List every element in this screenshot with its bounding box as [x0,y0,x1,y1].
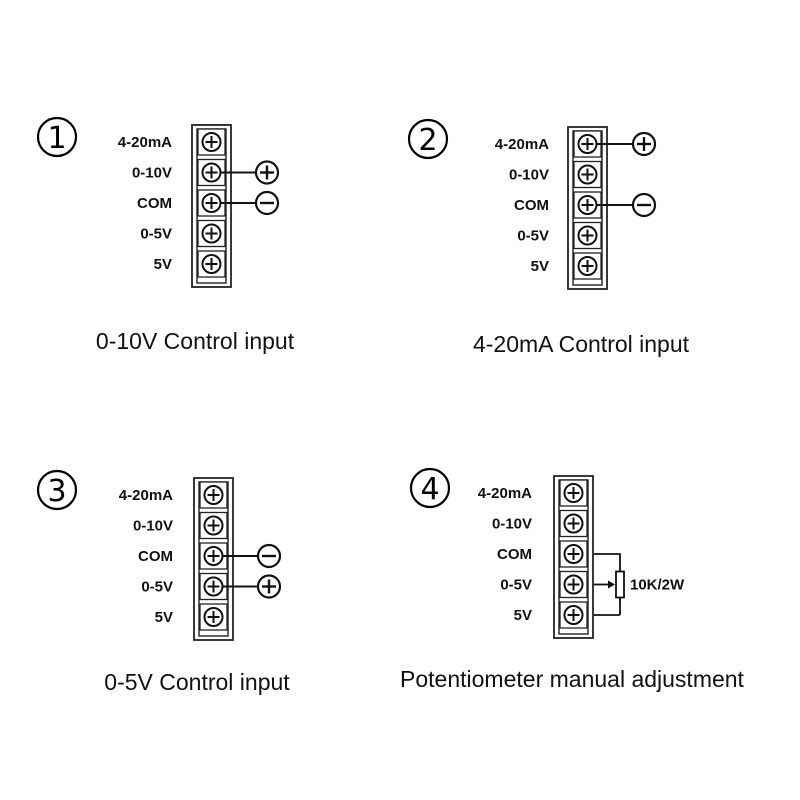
terminal-label: 4-20mA [495,136,549,153]
screw-icon [201,162,222,183]
terminal-label: 4-20mA [478,485,532,502]
number-circle [36,469,78,511]
plus-terminal-icon [256,574,282,599]
minus-terminal-icon [254,190,280,216]
minus-terminal-icon [631,192,657,218]
terminal-label: 0-5V [500,577,532,594]
number-text: 4 [420,472,439,507]
resistor-icon [615,570,625,599]
caption-3: 0-5V Control input [104,669,290,695]
screw-icon [201,193,222,213]
diagram-2: 2 4-20mA 0-10V COM 0-5V 5V [407,118,657,290]
screw-icon [203,576,224,597]
screw-icon [577,225,598,246]
diagram-1: 1 4-20mA 0-10V COM 0-5V 5V [36,116,280,288]
terminal-label: 5V [154,256,172,273]
terminal-label: 0-10V [509,167,549,184]
screw-icon [201,254,222,274]
number-circle [407,118,449,160]
terminal-label: 0-10V [492,516,532,533]
terminal-label: 0-10V [133,518,173,535]
number-badge: 2 [407,118,449,160]
caption-1: 0-10V Control input [95,328,295,354]
number-text: 3 [47,474,66,509]
screw-icon [563,483,584,503]
terminal-label: 0-5V [140,226,172,243]
terminal-label: 0-10V [132,165,172,182]
plus-terminal-icon [254,160,280,185]
caption-2: 4-20mA Control input [472,331,690,357]
potentiometer: 10K/2W [594,553,685,616]
number-circle [36,116,78,158]
terminal-label: 4-20mA [118,134,172,151]
minus-terminal-icon [256,543,282,569]
screw-icon [203,515,224,536]
number-circle [409,467,451,509]
screw-icon [577,256,598,276]
terminal-label: 5V [531,258,549,275]
number-text: 2 [418,123,437,158]
terminal-label: 0-5V [517,228,549,245]
number-badge: 4 [409,467,451,509]
number-text: 1 [47,121,66,156]
screw-icon [203,485,224,505]
terminal-label: COM [514,197,549,214]
terminal-label: COM [138,548,173,565]
wiper-arrow-icon [608,580,615,589]
screw-icon [577,134,598,154]
screw-icon [203,546,224,566]
terminal-label: COM [137,195,172,212]
plus-terminal-icon [631,131,657,157]
diagram-4: 4 4-20mA 0-10V COM 0-5V 5V 10K/2W [409,467,685,639]
terminal-label: 5V [514,607,532,624]
terminal-label: 4-20mA [119,487,173,504]
screw-icon [563,605,584,625]
screw-icon [201,223,222,244]
screw-icon [201,132,222,152]
terminal-label: 0-5V [141,579,173,596]
screw-icon [563,574,584,595]
number-badge: 3 [36,469,78,511]
screw-icon [563,544,584,564]
screw-icon [203,607,224,627]
terminal-label: 5V [155,609,173,626]
screw-icon [577,164,598,185]
number-badge: 1 [36,116,78,158]
screw-icon [577,195,598,215]
screw-icon [563,513,584,534]
caption-4: Potentiometer manual adjustment [400,666,744,692]
diagram-3: 3 4-20mA 0-10V COM 0-5V 5V [36,469,282,641]
terminal-label: COM [497,546,532,563]
potentiometer-label: 10K/2W [630,577,685,594]
